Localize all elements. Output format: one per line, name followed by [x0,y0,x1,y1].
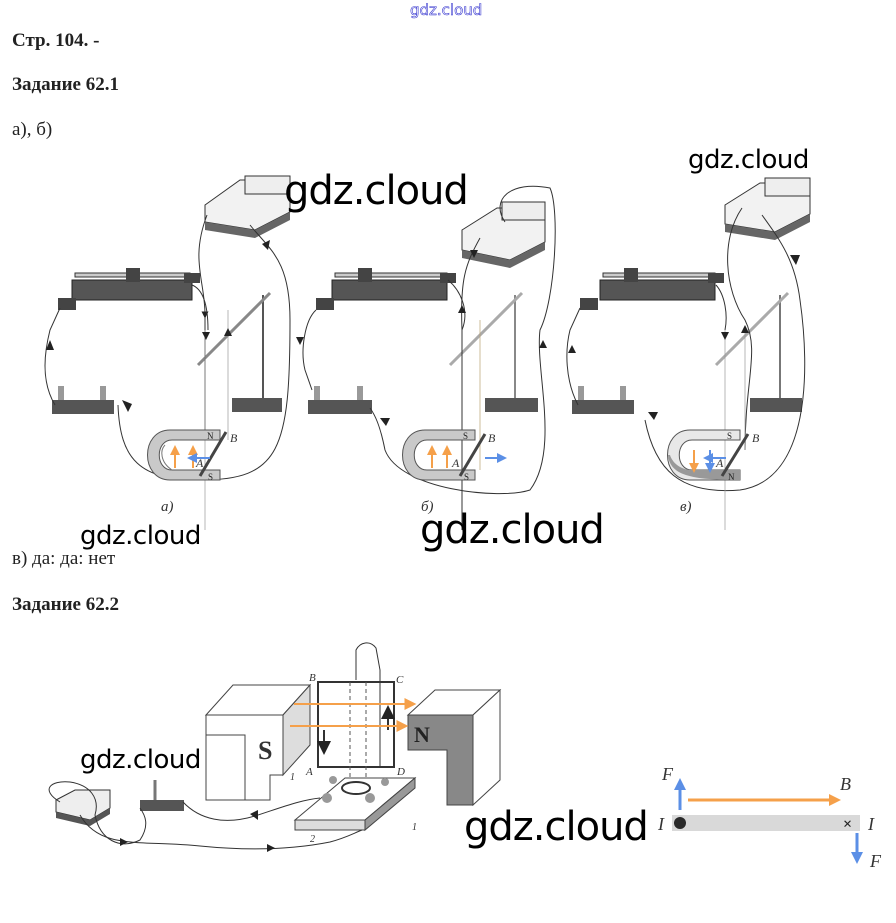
figure-62-2-apparatus: S N B C A D 1 1 2 [48,642,502,852]
figure-c: S N B A [566,177,811,530]
label-1-left: 1 [290,772,295,783]
horseshoe-magnet-a [147,429,221,481]
switch [52,386,114,414]
label-a-c: A [715,456,724,470]
label-d-frame: D [396,766,405,778]
stand [196,291,282,412]
label-b-c: B [752,431,760,445]
page-title: Стр. 104. - [12,30,100,51]
pole-top-b: S [463,431,468,441]
f-label-top: F [661,764,674,784]
watermark-overlay: gdz.cloud [688,145,809,175]
magnet-south-label: S [258,736,272,765]
task-62-2-heading: Задание 62.2 [12,594,119,615]
caption-c: в) [680,499,692,515]
label-a-a: A [195,456,204,470]
label-b-a: B [230,431,238,445]
magnet-north [406,688,502,807]
current-in-cross: × [843,816,852,833]
watermark-overlay: gdz.cloud [464,804,649,850]
task-62-1-part-ab: а), б) [12,119,53,140]
label-a-frame: A [305,766,313,778]
label-2: 2 [310,834,315,845]
answer-v: в) да: да: нет [12,548,116,569]
power-supply [55,789,111,826]
rheostat [580,268,724,310]
pole-top-a: N [207,431,214,441]
switch [140,780,184,811]
switch [308,386,372,414]
label-b-b: B [488,431,496,445]
watermark-overlay: gdz.cloud [80,745,201,775]
caption-b: б) [421,499,434,515]
watermark-overlay: gdz.cloud [80,521,201,551]
force-diagram: × F B I I F [657,764,882,871]
power-supply [724,177,811,240]
conductor-bar [672,815,860,831]
base-plate [293,776,417,832]
power-supply [204,175,291,238]
watermark-overlay: gdz.cloud [420,507,605,553]
i-label-right: I [867,814,875,834]
figure-b: S S B A [296,185,556,530]
rheostat [316,268,456,310]
label-1-right: 1 [412,822,417,833]
pole-bottom-a: S [208,472,213,482]
pole-top-c: S [727,431,732,441]
f-label-bottom: F [869,851,882,871]
label-a-b: A [451,456,460,470]
figure-62-1: N S B A [44,175,811,530]
power-supply [461,201,546,268]
switch [572,386,634,414]
task-62-1-heading: Задание 62.1 [12,74,119,95]
rheostat [58,268,200,310]
figure-a: N S B A [44,175,291,530]
caption-a: а) [161,499,174,515]
label-c-frame: C [396,674,404,686]
wire-frame [317,642,395,780]
pole-bottom-b: S [464,472,469,482]
pole-bottom-c: N [728,472,735,482]
magnet-south [204,683,312,801]
watermark-overlay: gdz.cloud [284,168,469,214]
magnet-north-label: N [414,722,430,747]
top-watermark[interactable]: gdz.cloud [410,1,483,20]
b-label: B [840,774,851,794]
current-out-dot [674,817,686,829]
stand [714,291,802,412]
horseshoe-magnet-b [402,429,476,481]
label-b-frame: B [309,672,316,684]
i-label-left: I [657,814,665,834]
